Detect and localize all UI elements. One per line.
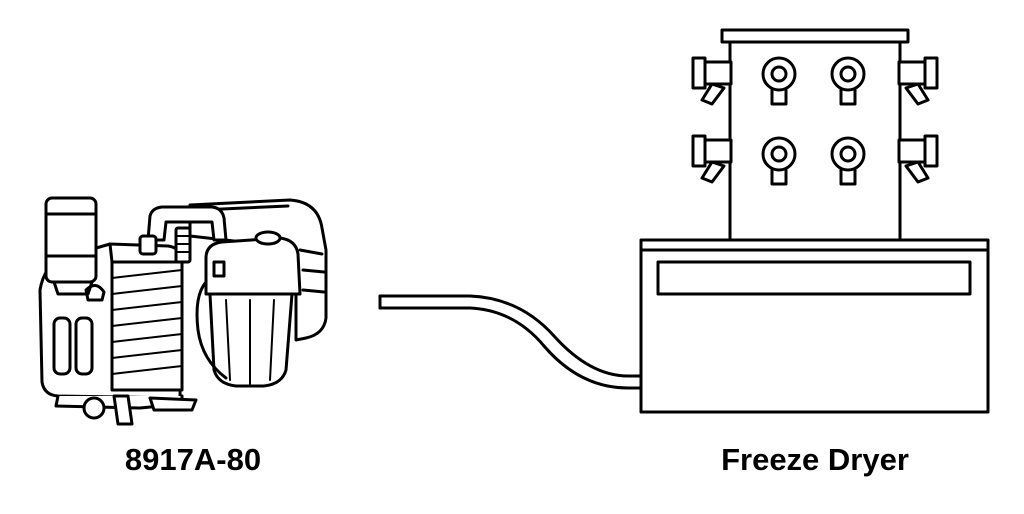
freeze-dryer-label: Freeze Dryer bbox=[721, 442, 909, 477]
vacuum-pump-illustration bbox=[38, 196, 328, 426]
vacuum-hose bbox=[378, 294, 644, 390]
freeze-dryer-illustration bbox=[639, 28, 990, 414]
pump-label: 8917A-80 bbox=[124, 442, 262, 477]
